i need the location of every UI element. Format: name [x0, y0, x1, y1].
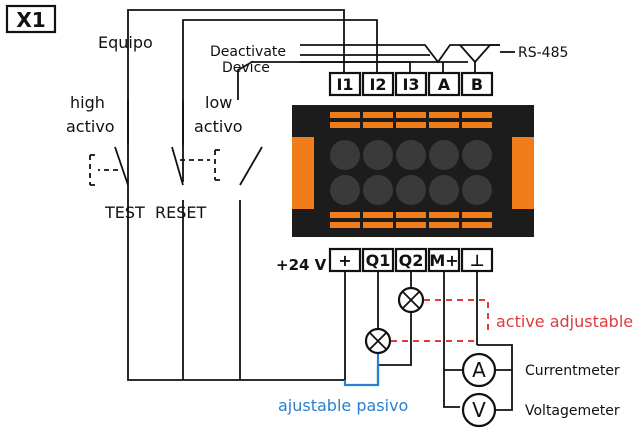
- contact-tab: [429, 122, 459, 128]
- low-label-2: activo: [194, 117, 243, 136]
- voltmeter-symbol: V: [472, 398, 486, 422]
- active-label: active adjustable: [496, 312, 633, 331]
- contact-tab: [363, 112, 393, 118]
- terminal-ground-label: ⊥: [470, 251, 485, 270]
- contact-tab: [462, 112, 492, 118]
- high-label-1: high: [70, 93, 105, 112]
- terminal-q1-label: Q1: [366, 251, 391, 270]
- terminal-i1: [328, 71, 362, 97]
- contact-hole: [462, 140, 492, 170]
- contact-tab: [363, 222, 393, 228]
- x1-label: X1: [16, 8, 45, 32]
- supply-label: +24 V: [276, 256, 327, 274]
- rs485-lines: [300, 44, 515, 73]
- high-switch: [89, 154, 118, 186]
- active-dashes: [391, 299, 489, 342]
- contact-tab: [429, 222, 459, 228]
- contact-hole: [330, 175, 360, 205]
- contact-hole: [396, 175, 426, 205]
- contact-hole: [363, 175, 393, 205]
- terminal-a-label: A: [438, 75, 451, 94]
- contact-tab: [462, 212, 492, 218]
- terminal-plus: [328, 247, 362, 273]
- terminal-q2-label: Q2: [399, 251, 424, 270]
- contact-tab: [363, 122, 393, 128]
- low-switch: [180, 149, 223, 181]
- contact-tab: [396, 122, 426, 128]
- contact-tab: [462, 222, 492, 228]
- x1-label-box: [5, 4, 57, 34]
- contact-tab: [330, 112, 360, 118]
- terminal-i2: [361, 71, 395, 97]
- passive-label: ajustable pasivo: [278, 396, 408, 415]
- ammeter-circle: [461, 352, 497, 388]
- ammeter-label: Currentmeter: [525, 363, 620, 379]
- contact-tab: [330, 212, 360, 218]
- lamp-q1: [364, 327, 392, 355]
- contact-tab: [396, 112, 426, 118]
- voltmeter-circle: [461, 392, 497, 428]
- ammeter-symbol: A: [472, 358, 486, 382]
- passive-loop: [343, 353, 380, 387]
- contact-tab: [363, 212, 393, 218]
- terminal-b: [460, 71, 494, 97]
- bottom-terminals: + Q1 Q2 M+ ⊥: [328, 247, 494, 273]
- contact-tab: [396, 222, 426, 228]
- contact-tab: [462, 122, 492, 128]
- reset-label: RESET: [155, 203, 206, 222]
- terminal-plus-label: +: [338, 251, 351, 270]
- test-label: TEST: [104, 203, 145, 222]
- deactivate-label-2: Device: [222, 60, 270, 76]
- terminal-i3: [394, 71, 428, 97]
- contact-hole: [429, 140, 459, 170]
- terminal-i1-label: I1: [336, 75, 353, 94]
- terminal-a: [427, 71, 461, 97]
- deactivate-label-1: Deactivate: [210, 44, 286, 60]
- contact-hole: [330, 140, 360, 170]
- connector-contacts: [330, 112, 492, 228]
- lamp-q2: [397, 286, 425, 314]
- output-wires: [377, 271, 513, 411]
- top-terminals: I1 I2 I3 A B: [328, 71, 494, 97]
- terminal-i2-label: I2: [369, 75, 386, 94]
- voltmeter-label: Voltagemeter: [525, 403, 620, 419]
- contact-hole: [363, 140, 393, 170]
- equipo-label: Equipo: [98, 33, 153, 52]
- high-label-2: activo: [66, 117, 115, 136]
- connector-right-latch: [512, 137, 534, 209]
- terminal-b-label: B: [471, 75, 483, 94]
- contact-hole: [429, 175, 459, 205]
- terminal-i3-label: I3: [402, 75, 419, 94]
- connector-left-latch: [292, 137, 314, 209]
- low-label-1: low: [205, 93, 232, 112]
- contact-tab: [330, 122, 360, 128]
- contact-tab: [429, 212, 459, 218]
- contact-tab: [396, 212, 426, 218]
- connector-block: [292, 105, 534, 237]
- contact-tab: [330, 222, 360, 228]
- contact-hole: [462, 175, 492, 205]
- terminal-m-plus-label: M+: [429, 251, 458, 270]
- input-wires: [114, 9, 411, 381]
- rs485-label: RS-485: [518, 45, 568, 61]
- contact-hole: [396, 140, 426, 170]
- contact-tab: [429, 112, 459, 118]
